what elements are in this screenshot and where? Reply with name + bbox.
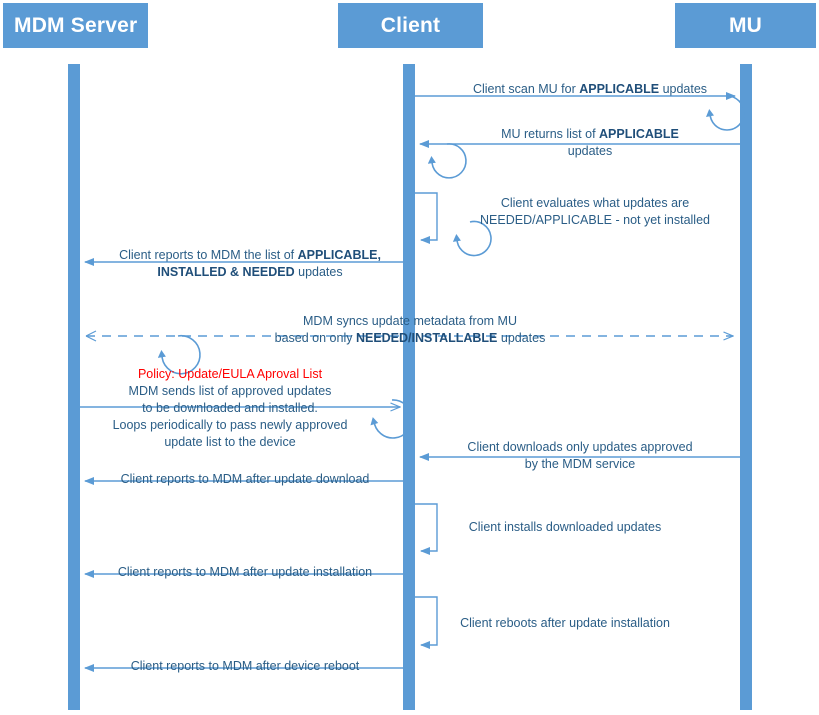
message-arrow-m9 bbox=[415, 503, 438, 555]
message-arrow-m11 bbox=[415, 596, 438, 649]
actor-label-client: Client bbox=[380, 13, 441, 37]
message-label-m10: Client reports to MDM after update insta… bbox=[117, 565, 373, 579]
message-label-m4: Client reports to MDM the list of APPLIC… bbox=[119, 248, 381, 279]
message-label-m8: Client reports to MDM after update downl… bbox=[120, 472, 370, 486]
loop-icon-m2 bbox=[427, 143, 467, 179]
actor-header-client[interactable]: Client bbox=[338, 3, 483, 48]
message-label-m9: Client installs downloaded updates bbox=[468, 520, 662, 534]
lifeline-mdm-server bbox=[68, 64, 80, 710]
message-label-m11: Client reboots after update installation bbox=[460, 616, 670, 630]
actor-label-mu: MU bbox=[728, 13, 763, 37]
lifeline-client bbox=[403, 64, 415, 710]
loop-icon-m1 bbox=[706, 95, 745, 131]
message-label-m12: Client reports to MDM after device reboo… bbox=[130, 659, 360, 673]
actor-label-mdm-server: MDM Server bbox=[14, 13, 138, 37]
lifeline-mu bbox=[740, 64, 752, 710]
actor-header-mu[interactable]: MU bbox=[675, 3, 816, 48]
message-arrow-m1 bbox=[415, 92, 745, 131]
message-label-m1: Client scan MU for APPLICABLE updates bbox=[472, 82, 708, 96]
arrowhead-left-m5 bbox=[85, 330, 97, 342]
actor-header-mdm-server[interactable]: MDM Server bbox=[3, 3, 148, 48]
